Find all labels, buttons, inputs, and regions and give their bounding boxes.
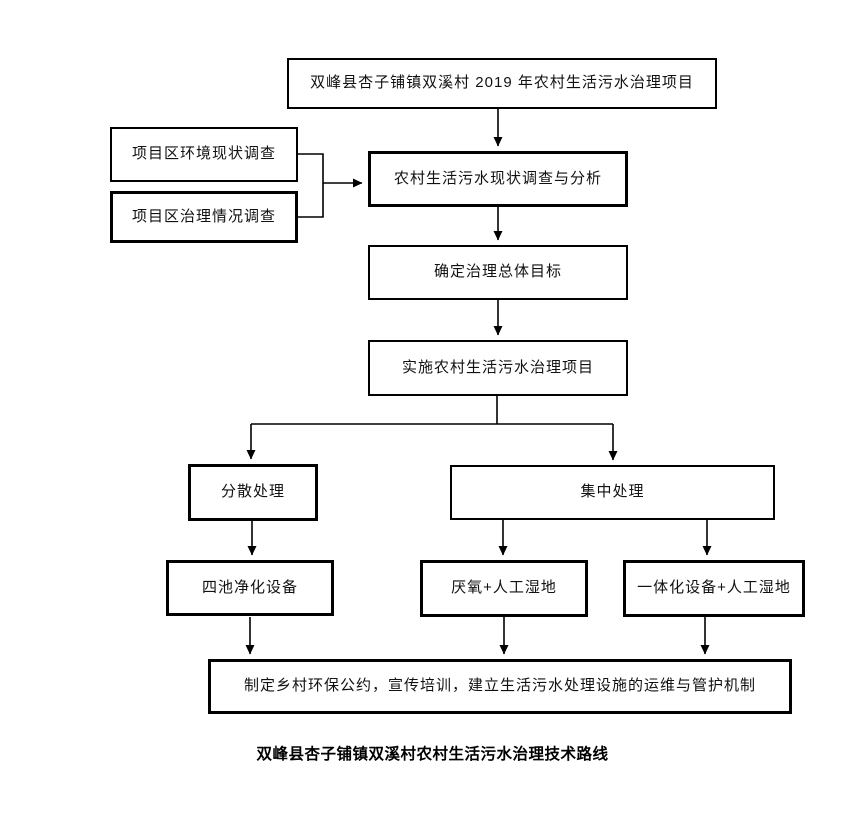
node-four-pond-equipment-label: 四池净化设备 [201,578,298,596]
node-dispersed-treatment: 分散处理 [188,464,318,521]
node-maintenance-mechanism: 制定乡村环保公约，宣传培训，建立生活污水处理设施的运维与管护机制 [208,659,792,714]
node-analysis-label: 农村生活污水现状调查与分析 [393,169,602,187]
node-dispersed-treatment-label: 分散处理 [220,483,285,501]
node-four-pond-equipment: 四池净化设备 [166,560,334,616]
node-project-title: 双峰县杏子铺镇双溪村 2019 年农村生活污水治理项目 [287,58,717,109]
node-centralized-treatment-label: 集中处理 [580,483,645,501]
node-anaerobic-wetland-label: 厌氧+人工湿地 [451,579,557,597]
node-maintenance-mechanism-label: 制定乡村环保公约，宣传培训，建立生活污水处理设施的运维与管护机制 [243,677,756,695]
node-goal: 确定治理总体目标 [368,245,628,300]
node-anaerobic-wetland: 厌氧+人工湿地 [420,560,588,617]
bracket-surveys [298,153,324,218]
node-project-title-label: 双峰县杏子铺镇双溪村 2019 年农村生活污水治理项目 [310,74,694,92]
node-survey-treatment: 项目区治理情况调查 [110,191,298,243]
node-survey-environment-label: 项目区环境现状调查 [131,145,276,163]
node-implement: 实施农村生活污水治理项目 [368,340,628,396]
node-survey-treatment-label: 项目区治理情况调查 [131,207,276,225]
figure-caption: 双峰县杏子铺镇双溪村农村生活污水治理技术路线 [256,746,609,763]
node-goal-label: 确定治理总体目标 [433,263,562,281]
node-integrated-wetland-label: 一体化设备+人工湿地 [637,579,791,597]
node-integrated-wetland: 一体化设备+人工湿地 [623,560,805,617]
node-analysis: 农村生活污水现状调查与分析 [368,151,628,207]
node-implement-label: 实施农村生活污水治理项目 [401,358,594,376]
node-survey-environment: 项目区环境现状调查 [110,127,298,182]
node-centralized-treatment: 集中处理 [450,465,775,520]
